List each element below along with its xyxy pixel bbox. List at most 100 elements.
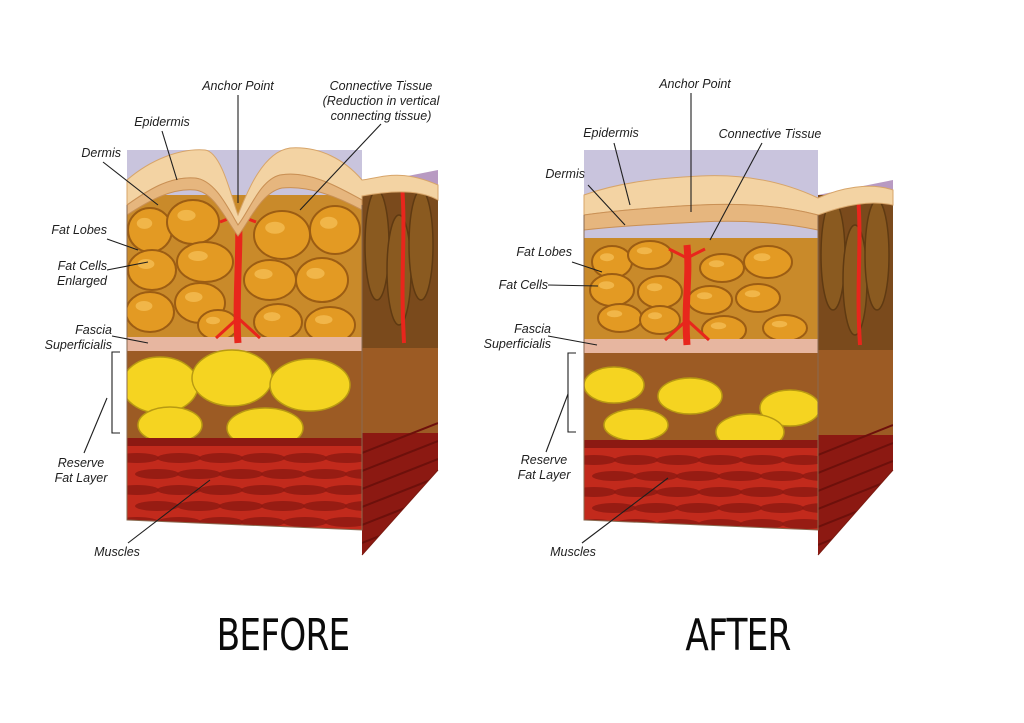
- fat-lobule: [127, 291, 175, 333]
- muscle-fiber: [325, 517, 362, 527]
- side-muscle-fiber: [362, 440, 438, 472]
- muscle-fiber: [135, 501, 179, 511]
- leader-epidermis: [613, 142, 631, 206]
- fat-lobule: [253, 303, 303, 341]
- fat-cell-highlight: [708, 260, 725, 268]
- fat-cell-highlight: [771, 320, 788, 328]
- fat-cell-highlight: [137, 259, 155, 269]
- side-reserve: [362, 348, 438, 443]
- muscle-fiber: [592, 471, 636, 481]
- fat-lobule: [762, 314, 808, 342]
- fat-lobule: [295, 257, 349, 303]
- fat-cell-highlight: [315, 315, 333, 325]
- muscle-fiber: [718, 503, 762, 513]
- side-outline: [817, 469, 894, 556]
- side-muscle-fiber: [362, 458, 438, 490]
- fat-cell-highlight: [753, 253, 771, 262]
- fat-cell-highlight: [646, 283, 663, 292]
- muscle-fiber: [802, 471, 818, 481]
- leader-fat-cells: [106, 261, 149, 271]
- side-lobule: [864, 199, 890, 311]
- connective-septa: [682, 244, 692, 346]
- muscle-fiber: [698, 487, 742, 497]
- muscle-fiber: [127, 485, 159, 495]
- fat-cell-highlight: [206, 316, 220, 325]
- fat-lobule: [627, 240, 673, 270]
- fat-lobule: [735, 283, 781, 313]
- muscle-fiber: [634, 471, 678, 481]
- muscle-fiber: [740, 487, 784, 497]
- side-lobule: [386, 214, 412, 326]
- muscle-fiber: [698, 455, 742, 465]
- fascia-layer: [584, 339, 818, 353]
- muscle-fiber: [303, 501, 347, 511]
- leader-fat-cells: [547, 284, 599, 287]
- muscle-fiber: [592, 503, 636, 513]
- fat-cell-highlight: [177, 209, 196, 221]
- side-muscle-fiber: [818, 460, 893, 492]
- fat-cell-highlight: [696, 292, 713, 300]
- muscle-fiber: [157, 485, 201, 495]
- muscle-fiber: [676, 471, 720, 481]
- label-fat-lobes: Fat Lobes: [51, 223, 107, 237]
- muscle-layer: [127, 438, 362, 530]
- fat-cell-highlight: [136, 217, 153, 229]
- leader-connective-tissue: [299, 123, 382, 211]
- muscle-fiber: [241, 517, 285, 527]
- fat-lobule: [687, 285, 733, 315]
- muscle-fiber: [614, 519, 658, 529]
- fat-lobule: [309, 205, 361, 255]
- label-connective-tissue: Connective Tissue: [719, 127, 822, 141]
- side-septa: [856, 194, 862, 346]
- muscle-fiber: [127, 517, 159, 527]
- fat-cell-highlight: [600, 253, 614, 262]
- fat-cell-highlight: [306, 267, 325, 279]
- fat-lobule: [637, 275, 683, 309]
- fat-lobule: [127, 249, 177, 291]
- muscle-fiber: [177, 501, 221, 511]
- muscle-fiber: [614, 487, 658, 497]
- muscle-fiber: [241, 485, 285, 495]
- reserve-fat-cell: [191, 349, 273, 407]
- side-face: [818, 180, 893, 555]
- front-outline: [126, 205, 363, 531]
- muscle-fiber: [261, 469, 305, 479]
- side-lobule: [408, 189, 434, 301]
- muscle-fiber: [782, 487, 818, 497]
- muscle-fiber: [584, 455, 616, 465]
- reserve-fat-cell: [584, 366, 645, 404]
- fat-cell-highlight: [598, 281, 615, 290]
- fat-lobule: [699, 253, 745, 283]
- fat-cell-highlight: [265, 221, 285, 234]
- fat-lobule: [253, 210, 311, 260]
- label-fat-cells: Fat Cells: [499, 278, 548, 292]
- fat-cell-highlight: [636, 247, 653, 255]
- fat-cell-highlight: [744, 290, 761, 298]
- fat-cell-highlight: [254, 269, 273, 279]
- muscle-fiber: [177, 469, 221, 479]
- fat-cell-highlight: [263, 312, 281, 322]
- label-epidermis: Epidermis: [134, 115, 190, 129]
- after-caption: AFTER: [685, 610, 791, 661]
- muscle-fiber: [283, 517, 327, 527]
- fat-cell-highlight: [320, 216, 338, 229]
- muscle-fiber: [135, 469, 179, 479]
- front-face: [127, 150, 362, 530]
- before-caption: BEFORE: [216, 610, 351, 661]
- muscle-fiber: [241, 453, 285, 463]
- muscle-fiber: [261, 501, 305, 511]
- reserve-fat-bracket: [567, 352, 576, 433]
- fascia-layer: [127, 337, 362, 351]
- muscle-fiber: [199, 485, 243, 495]
- muscle-fiber: [127, 453, 159, 463]
- muscle-fiber: [219, 501, 263, 511]
- leader-reserve-fat-layer: [83, 397, 108, 454]
- fat-lobule: [166, 199, 220, 245]
- muscle-fiber: [718, 471, 762, 481]
- muscle-fiber: [325, 453, 362, 463]
- label-dermis: Dermis: [81, 146, 121, 160]
